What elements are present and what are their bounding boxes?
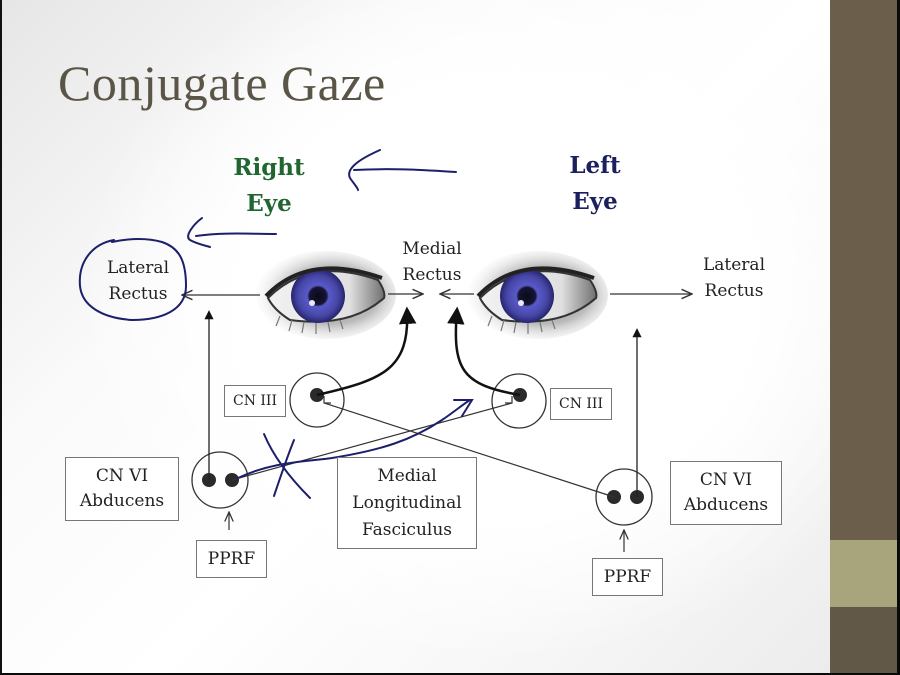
left-eye-image [468, 251, 608, 339]
left-cn3-nucleus [491, 373, 547, 429]
mlf-line1: Medial [377, 465, 437, 486]
left-cn6-box: CN VI Abducens [670, 461, 782, 525]
right-cn3-box: CN III [224, 385, 286, 417]
mlf-right-cn6-to-left-cn3 [231, 396, 513, 481]
right-lateral-rectus-line2: Rectus [108, 284, 168, 304]
left-cn3-label: CN III [558, 396, 603, 412]
right-lateral-rectus-line1: Lateral [106, 258, 169, 278]
left-eye-label-line1: Left [569, 152, 621, 179]
right-cn6-line2: Abducens [79, 491, 165, 511]
right-cn6-box: CN VI Abducens [65, 457, 179, 521]
slide-theme-band [830, 540, 897, 607]
right-cn3-label: CN III [232, 393, 277, 409]
mlf-left-cn6-to-right-cn3 [323, 396, 615, 498]
left-cn6-line2: Abducens [683, 495, 769, 515]
left-cn3-box: CN III [550, 388, 612, 420]
medial-rectus-line1: Medial [402, 239, 462, 259]
left-pprf-box: PPRF [592, 558, 663, 596]
left-lateral-rectus-line1: Lateral [702, 255, 765, 275]
gaze-diagram [78, 149, 830, 552]
left-eye-label-line2: Eye [572, 188, 618, 215]
frame-bottom-edge [0, 673, 900, 675]
left-cn6-line1: CN VI [699, 470, 753, 490]
slide-theme-lower [830, 607, 897, 673]
left-cn3-to-medial-rectus [447, 306, 521, 397]
left-pprf-label: PPRF [603, 567, 652, 587]
frame-right-edge [897, 0, 900, 675]
right-cn6-line1: CN VI [95, 466, 149, 486]
ink-cross-mark [263, 433, 311, 499]
ink-gaze-arrow-lower [187, 217, 277, 248]
ink-circle-lateral-rectus [78, 238, 188, 322]
mlf-line2: Longitudinal [352, 492, 462, 513]
right-eye-label-line1: Right [233, 154, 305, 181]
left-cn6-nucleus [595, 468, 653, 526]
right-lateral-rectus-label: Lateral Rectus [98, 255, 178, 307]
right-eye-label-line2: Eye [246, 190, 292, 217]
left-eye-label: Left Eye [550, 148, 640, 220]
right-eye-image [256, 251, 396, 339]
medial-rectus-label: Medial Rectus [392, 236, 472, 288]
left-lateral-rectus-label: Lateral Rectus [694, 252, 774, 304]
ink-gaze-arrow-top [348, 149, 457, 191]
right-cn3-nucleus [289, 372, 345, 428]
slide-theme-sidebar [830, 0, 897, 673]
left-lateral-rectus-line2: Rectus [704, 281, 764, 301]
slide: Conjugate Gaze Right Eye Left Eye [2, 0, 830, 673]
mlf-box: Medial Longitudinal Fasciculus [337, 457, 477, 549]
ink-annotations [78, 149, 474, 499]
right-pprf-label: PPRF [207, 549, 256, 569]
right-cn3-to-medial-rectus [316, 306, 417, 397]
right-cn6-nucleus [191, 451, 249, 509]
slide-title: Conjugate Gaze [58, 55, 386, 111]
right-eye-label: Right Eye [224, 150, 314, 222]
mlf-line3: Fasciculus [361, 519, 453, 540]
medial-rectus-line2: Rectus [402, 265, 462, 285]
right-pprf-box: PPRF [196, 540, 267, 578]
